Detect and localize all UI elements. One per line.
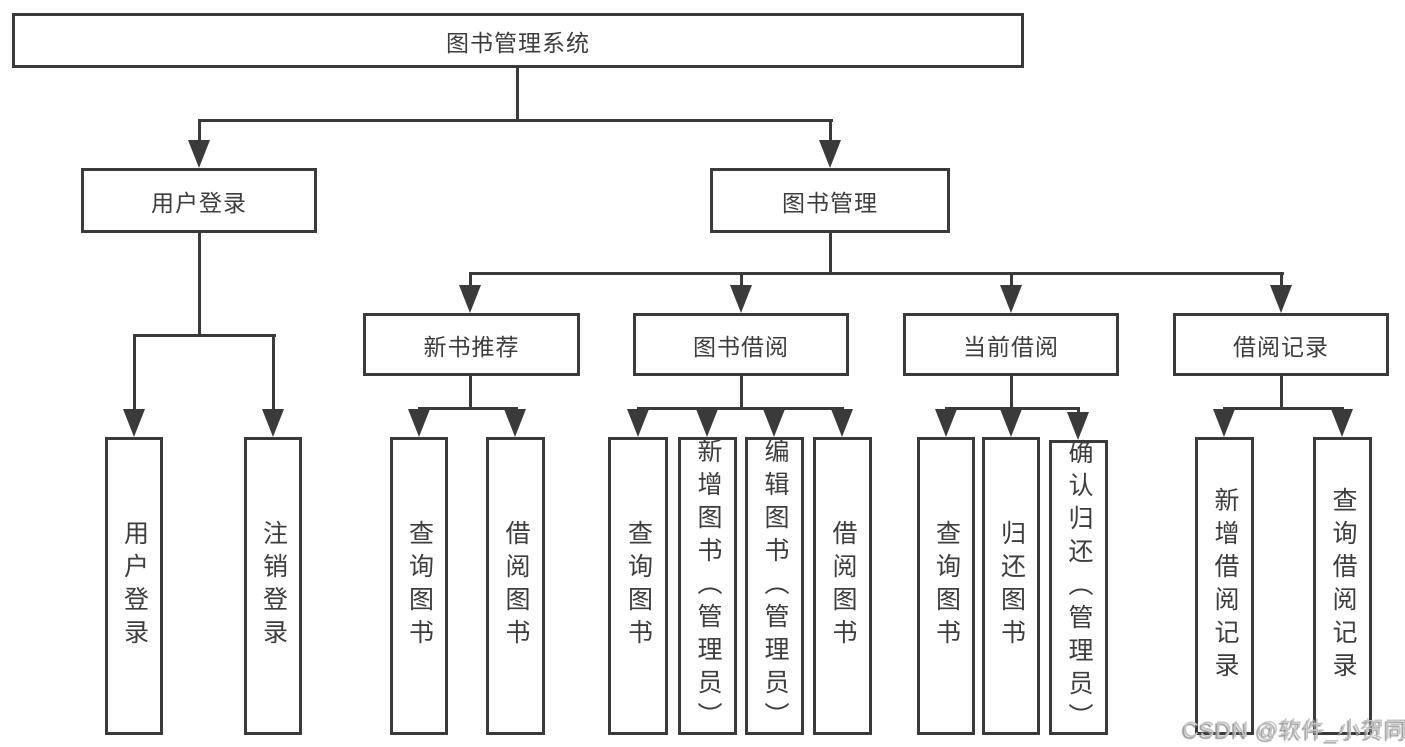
node-label: 借阅记录 bbox=[1233, 333, 1329, 360]
arrow-down-icon bbox=[504, 409, 526, 437]
node-label: 查询借阅记录 bbox=[1329, 487, 1357, 685]
arrow-down-icon bbox=[1331, 409, 1353, 437]
arrow-down-icon bbox=[819, 140, 841, 168]
connector-line bbox=[1280, 272, 1283, 288]
connector-line bbox=[198, 119, 201, 145]
node-label: 当前借阅 bbox=[963, 333, 1059, 360]
node-leaf-query-books-2: 查询图书 bbox=[608, 437, 668, 735]
connector-line bbox=[1280, 374, 1283, 409]
node-current-borrowing: 当前借阅 bbox=[903, 313, 1119, 376]
connector-line bbox=[469, 272, 472, 288]
node-label: 借阅图书 bbox=[502, 520, 530, 652]
node-label: 注销登录 bbox=[259, 520, 288, 652]
arrow-down-icon bbox=[459, 285, 481, 313]
arrow-down-icon bbox=[188, 140, 210, 168]
connector-line bbox=[1223, 407, 1344, 410]
connector-line bbox=[133, 334, 136, 412]
connector-line bbox=[198, 119, 833, 122]
connector-line bbox=[469, 374, 472, 409]
node-label: 图书管理 bbox=[782, 189, 878, 216]
node-user-login: 用户登录 bbox=[81, 168, 317, 233]
arrow-down-icon bbox=[1270, 285, 1292, 313]
node-root: 图书管理系统 bbox=[12, 13, 1024, 68]
arrow-down-icon bbox=[730, 285, 752, 313]
node-leaf-query-books-3: 查询图书 bbox=[917, 437, 975, 735]
watermark: CSDN @软件_小贺同学 bbox=[1183, 717, 1405, 742]
connector-line bbox=[740, 374, 743, 409]
arrow-down-icon bbox=[408, 409, 430, 437]
node-leaf-query-books-1: 查询图书 bbox=[390, 437, 448, 735]
arrow-down-icon bbox=[763, 409, 785, 437]
node-label: 借阅图书 bbox=[829, 520, 857, 652]
node-new-book-recommend: 新书推荐 bbox=[363, 313, 580, 376]
node-leaf-edit-books: 编辑图书（管理员） bbox=[745, 437, 804, 735]
node-label: 查询图书 bbox=[932, 520, 961, 652]
node-leaf-confirm-return: 确认归还（管理员） bbox=[1049, 439, 1108, 736]
node-leaf-logout: 注销登录 bbox=[244, 437, 302, 735]
node-label: 查询图书 bbox=[624, 520, 653, 652]
node-leaf-add-borrow-record: 新增借阅记录 bbox=[1195, 437, 1254, 735]
arrow-down-icon bbox=[696, 409, 718, 437]
arrow-down-icon bbox=[262, 409, 284, 437]
connector-line bbox=[740, 272, 743, 288]
node-leaf-user-login: 用户登录 bbox=[105, 437, 163, 735]
arrow-down-icon bbox=[1067, 412, 1089, 440]
arrow-down-icon bbox=[1000, 285, 1022, 313]
connector-line bbox=[1010, 374, 1013, 409]
arrow-down-icon bbox=[627, 409, 649, 437]
node-book-management: 图书管理 bbox=[710, 168, 950, 233]
node-leaf-borrow-books-2: 借阅图书 bbox=[813, 437, 872, 735]
node-label: 编辑图书（管理员） bbox=[761, 437, 789, 735]
arrow-down-icon bbox=[831, 409, 853, 437]
node-label: 用户登录 bbox=[120, 520, 149, 652]
node-leaf-add-books: 新增图书（管理员） bbox=[678, 437, 737, 735]
arrow-down-icon bbox=[123, 409, 145, 437]
connector-line bbox=[1077, 407, 1080, 415]
node-label: 新增图书（管理员） bbox=[694, 437, 722, 735]
connector-line bbox=[469, 272, 1284, 275]
node-book-borrowing: 图书借阅 bbox=[633, 313, 849, 376]
connector-line bbox=[829, 231, 832, 274]
arrow-down-icon bbox=[935, 409, 957, 437]
connector-line bbox=[198, 231, 201, 337]
node-label: 图书管理系统 bbox=[446, 29, 590, 56]
connector-line bbox=[272, 334, 275, 412]
connector-line bbox=[829, 119, 832, 145]
connector-line bbox=[1010, 272, 1013, 288]
node-leaf-borrow-books-1: 借阅图书 bbox=[486, 437, 545, 735]
node-borrowing-records: 借阅记录 bbox=[1173, 313, 1389, 376]
node-label: 确认归还（管理员） bbox=[1065, 439, 1093, 736]
node-label: 图书借阅 bbox=[693, 333, 789, 360]
connector-line bbox=[133, 334, 276, 337]
node-label: 用户登录 bbox=[151, 189, 247, 216]
connector-line bbox=[516, 66, 519, 121]
connector-line bbox=[418, 407, 518, 410]
node-label: 新增借阅记录 bbox=[1211, 487, 1239, 685]
node-leaf-return-books: 归还图书 bbox=[982, 437, 1040, 735]
connector-line bbox=[637, 407, 844, 410]
arrow-down-icon bbox=[1000, 409, 1022, 437]
node-label: 归还图书 bbox=[997, 520, 1026, 652]
node-label: 查询图书 bbox=[405, 520, 434, 652]
node-label: 新书推荐 bbox=[423, 333, 520, 360]
arrow-down-icon bbox=[1213, 409, 1235, 437]
node-leaf-query-borrow-record: 查询借阅记录 bbox=[1313, 437, 1372, 735]
